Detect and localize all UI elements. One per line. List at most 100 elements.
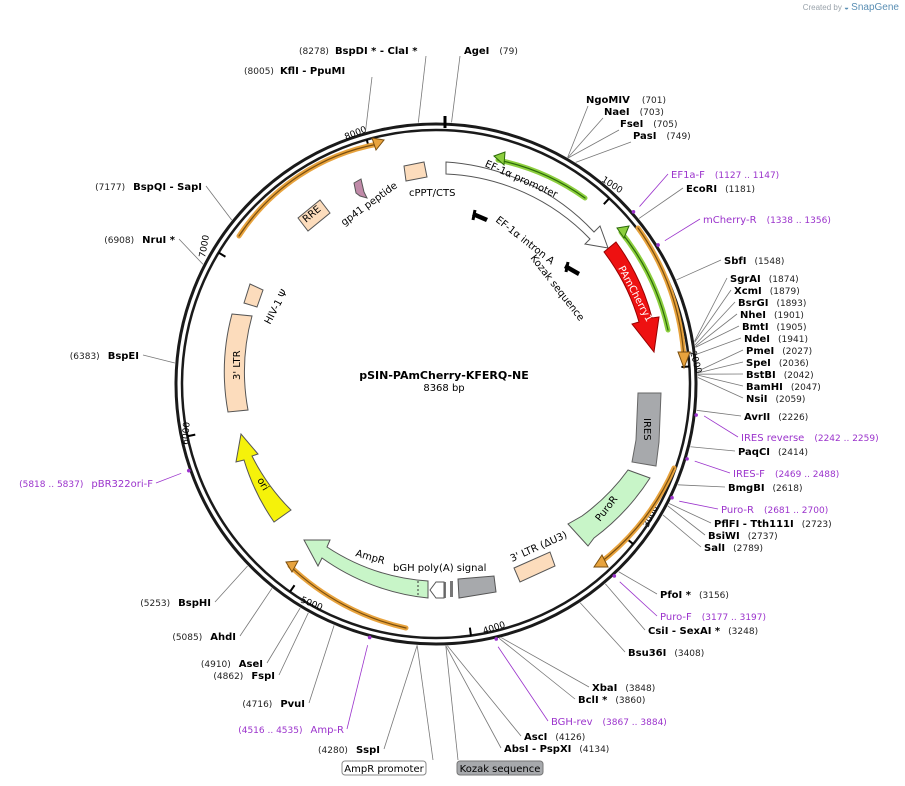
feature-3ltr-shape — [223, 313, 253, 413]
primer-pos: (3867 .. 3884) — [603, 718, 667, 728]
orange-arc-gp41-region-dark — [238, 143, 379, 237]
primer-name: EF1a-F — [671, 170, 705, 181]
site-leader-line — [178, 238, 204, 265]
site-name: AscI — [524, 732, 547, 743]
site-name: NheI — [740, 310, 766, 321]
site-pos: (2027) — [782, 347, 812, 357]
restriction-site: BstBI(2042) — [746, 370, 814, 381]
site-pos: (4280) — [318, 746, 348, 756]
primer-pos: (2469 .. 2488) — [775, 470, 839, 480]
feature-ires-shape — [631, 392, 662, 467]
feature-label-kozak: Kozak sequence — [528, 253, 586, 323]
legend-kozak-box — [456, 760, 544, 776]
primer: IRES-F (2469 .. 2488) — [733, 469, 839, 480]
primer-marker — [612, 574, 617, 578]
site-leader-line — [618, 571, 658, 595]
site-pos: (4862) — [213, 672, 243, 682]
legend-ampr-promoter: AmpR promoter — [344, 764, 424, 775]
primer-pos: (3177 .. 3197) — [702, 613, 766, 623]
site-leader-line — [677, 484, 726, 488]
restriction-site: (5253)BspHI — [140, 598, 211, 609]
feature-hiv1-psi-shape — [243, 283, 264, 308]
site-leader-line — [667, 505, 706, 536]
site-pos: (2789) — [733, 544, 763, 554]
site-name: BsrGI — [738, 298, 768, 309]
feature-cppt-shape — [403, 161, 428, 182]
site-leader-line — [579, 602, 626, 653]
restriction-site: AbsI - PspXI(4134) — [504, 744, 609, 755]
site-bspdi-clai: (8278)BspDI * - ClaI * — [299, 46, 418, 57]
site-name: NruI * — [142, 235, 176, 246]
feature-ori-shape — [235, 432, 292, 523]
inner-features — [223, 161, 662, 599]
primer: (5818 .. 5837)pBR322ori-F — [19, 479, 153, 490]
restriction-site: EcoRI (1181) — [686, 184, 755, 195]
site-pasi: PasI(749) — [633, 131, 691, 142]
site-name: SpeI — [746, 358, 771, 369]
site-leader-line — [214, 565, 248, 603]
restriction-site: SpeI(2036) — [746, 358, 809, 369]
site-pos: (4910) — [201, 660, 231, 670]
restriction-site: BsiWI(2737) — [708, 531, 778, 542]
feature-amp-promoter-shape — [429, 581, 445, 599]
restriction-site: SgrAI(1874) — [730, 274, 799, 285]
primer-labels: EF1a-F(1127 .. 1147)mCherry-R(1338 .. 13… — [19, 170, 879, 736]
site-leader-line — [365, 76, 373, 132]
site-pos: (2059) — [775, 395, 805, 405]
tick-mark — [681, 365, 690, 369]
feature-label-3ltr: 3' LTR — [232, 350, 243, 380]
site-name: KflI - PpuMI — [280, 66, 345, 77]
restriction-site: PflFI - Tth111I(2723) — [714, 519, 832, 530]
primer-leader-line — [639, 173, 669, 207]
primer: (4516 .. 4535)Amp-R — [238, 725, 344, 736]
site-name: NdeI — [744, 334, 770, 345]
site-pos: (3408) — [674, 649, 704, 659]
orange-arc-puro-dark — [599, 467, 675, 564]
backbone-outer-circle — [174, 122, 698, 646]
site-name: FspI — [251, 671, 275, 682]
site-name: AseI — [239, 659, 263, 670]
site-leader-line — [567, 105, 589, 158]
site-leader-line — [498, 637, 576, 700]
site-leader-line — [676, 259, 722, 281]
primer: BGH-rev(3867 .. 3884) — [551, 717, 667, 728]
site-pos: (3248) — [728, 627, 758, 637]
restriction-site: AvrII(2226) — [744, 412, 808, 423]
site-name: BspDI * - ClaI * — [335, 46, 418, 57]
feature-puror-shape — [567, 469, 651, 547]
tick-label: 6000 — [181, 421, 193, 445]
legend: AmpR promoter Kozak sequence — [341, 760, 544, 776]
site-pos: (1181) — [725, 185, 755, 195]
legend-leader-line — [445, 645, 459, 761]
primer-name: IRES-F — [733, 469, 765, 480]
kozak-marker — [564, 261, 580, 276]
tick-mark — [468, 627, 472, 636]
site-leader-line — [697, 377, 744, 399]
restriction-site: (5085)AhdI — [172, 632, 236, 643]
restriction-site: NheI(1901) — [740, 310, 804, 321]
feature-ampr-shape — [303, 539, 429, 599]
feature-gp41-shape — [353, 178, 368, 199]
site-pos: (701) — [642, 96, 666, 106]
site-name: BmtI — [742, 322, 769, 333]
primer-marker — [631, 210, 636, 214]
site-name: EcoRI — [686, 184, 717, 195]
right-sites: EcoRI(1181)SbfI(1548)SgrAI(1874)XcmI(187… — [504, 184, 832, 755]
feature-label-bgh: bGH poly(A) signal — [393, 563, 486, 574]
plasmid-size: 8368 bp — [423, 383, 464, 394]
green-arc-pamcherry-dark — [620, 231, 669, 331]
site-name: XcmI — [734, 286, 762, 297]
site-pos: (1879) — [770, 287, 800, 297]
site-pos: (5253) — [140, 599, 170, 609]
site-leader-line — [308, 625, 335, 704]
primer-leader-line — [619, 581, 658, 617]
primer-name: pBR322ori-F — [91, 479, 153, 490]
tick-mark — [289, 584, 296, 593]
primer-leader-line — [703, 415, 739, 438]
tick-label: 7000 — [198, 234, 212, 259]
primer-name: Puro-F — [660, 612, 692, 623]
restriction-site: (6383)BspEI — [70, 351, 139, 362]
site-name: BstBI — [746, 370, 776, 381]
restriction-site: NdeI(1941) — [744, 334, 808, 345]
